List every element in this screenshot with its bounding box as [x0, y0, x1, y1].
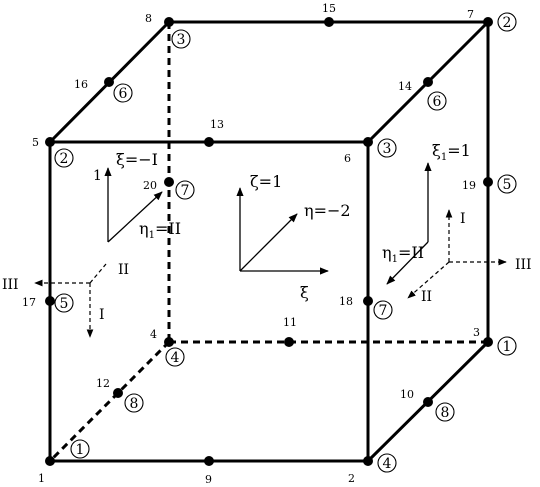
node-dot-7	[483, 17, 493, 27]
right-III-label: III	[515, 257, 532, 273]
svg-text:5: 5	[60, 296, 69, 312]
svg-text:2: 2	[60, 151, 69, 167]
svg-text:6: 6	[119, 86, 128, 102]
svg-text:3: 3	[177, 32, 186, 48]
svg-text:6: 6	[433, 94, 442, 110]
node-dot-18	[363, 296, 373, 306]
node-label-19: 19	[462, 179, 476, 192]
circled-number-node-16: 6	[113, 83, 133, 103]
node-dot-8	[164, 17, 174, 27]
svg-text:8: 8	[441, 405, 450, 421]
circled-number-node-12: 8	[124, 393, 144, 413]
node-dot-3	[483, 337, 493, 347]
edge-4-1	[48, 340, 171, 463]
node-dot-16	[104, 77, 114, 87]
node-dot-4	[164, 337, 174, 347]
circled-number-node-20: 7	[175, 180, 195, 200]
node-label-15: 15	[322, 2, 336, 15]
left-eta1-label: η1=II	[139, 219, 181, 241]
node-dot-2	[363, 456, 373, 466]
svg-text:1: 1	[76, 442, 85, 458]
circled-number-node-5: 2	[54, 148, 74, 168]
left-up-tick-label: 1	[93, 168, 102, 184]
svg-text:7: 7	[181, 183, 190, 199]
circled-number-node-3: 1	[497, 336, 517, 356]
node-dot-10	[423, 397, 433, 407]
node-dot-11	[284, 337, 294, 347]
node-numbers: 1 2 3 4 5 6 7 8 9 10 11 12 13 14 15 16 1…	[22, 2, 480, 486]
right-II-label: II	[421, 289, 432, 305]
circled-number-node-18: 7	[373, 300, 393, 320]
circled-number-node-8: 3	[171, 29, 191, 49]
zeta-label: ζ=1	[250, 172, 282, 191]
left-face-axes: ξ=−I 1 η1=II III II I	[2, 150, 181, 338]
node-label-10: 10	[400, 388, 414, 401]
circled-local-numbers: 1 4 1 4 2 3 2 3	[54, 12, 517, 473]
left-dashed-diag	[89, 263, 107, 284]
right-dashed-diag	[407, 261, 450, 299]
svg-text:4: 4	[171, 350, 180, 366]
node-label-20: 20	[143, 179, 157, 192]
node-dot-12	[113, 388, 123, 398]
node-dot-6	[363, 137, 373, 147]
node-dot-1	[45, 456, 55, 466]
circled-number-node-19: 5	[497, 174, 517, 194]
eta-label: η=−2	[304, 201, 351, 220]
left-II-label: II	[118, 262, 129, 278]
node-dot-19	[483, 177, 493, 187]
node-label-12: 12	[96, 377, 110, 390]
circled-number-node-17: 5	[54, 293, 74, 313]
svg-text:3: 3	[383, 141, 392, 157]
node-dot-20	[164, 177, 174, 187]
svg-text:2: 2	[503, 15, 512, 31]
circled-number-node-1: 1	[70, 439, 90, 459]
node-label-4: 4	[150, 328, 157, 341]
left-I-label: I	[99, 307, 105, 323]
node-dot-15	[324, 17, 334, 27]
circled-number-node-6: 3	[377, 138, 397, 158]
circled-number-node-7: 2	[497, 12, 517, 32]
right-diagonal-arrow	[386, 241, 429, 285]
left-III-label: III	[2, 277, 19, 293]
right-face-axes: ξ1=1 η1=II I III II	[382, 141, 532, 305]
node-dot-9	[204, 456, 214, 466]
right-I-label: I	[460, 211, 466, 227]
node-label-18: 18	[339, 295, 353, 308]
node-label-6: 6	[344, 152, 351, 165]
right-eta1-label: η1=II	[382, 243, 424, 265]
circled-number-node-10: 8	[435, 402, 455, 422]
node-label-16: 16	[74, 78, 88, 91]
circled-number-node-14: 6	[427, 91, 447, 111]
node-label-13: 13	[210, 118, 224, 131]
node-label-2: 2	[348, 472, 355, 485]
node-label-11: 11	[283, 316, 297, 329]
node-label-1: 1	[38, 472, 45, 485]
node-label-17: 17	[22, 296, 36, 309]
node-label-3: 3	[473, 326, 480, 339]
node-label-8: 8	[145, 12, 152, 25]
node-label-14: 14	[398, 80, 412, 93]
node-dot-5	[45, 137, 55, 147]
svg-text:1: 1	[503, 339, 512, 355]
svg-text:4: 4	[383, 456, 392, 472]
left-diagonal-arrow	[107, 191, 163, 243]
node-dot-17	[45, 296, 55, 306]
eta-axis-arrow	[239, 213, 298, 272]
right-xi1-label: ξ1=1	[432, 141, 471, 163]
node-label-9: 9	[205, 473, 212, 486]
svg-text:7: 7	[379, 303, 388, 319]
node-dots	[45, 17, 493, 466]
node-label-7: 7	[467, 8, 474, 21]
node-label-5: 5	[32, 136, 39, 149]
svg-text:5: 5	[503, 177, 512, 193]
svg-text:8: 8	[130, 396, 139, 412]
center-axes: ζ=1 η=−2 ξ	[236, 172, 351, 302]
node-dot-13	[204, 137, 214, 147]
node-dot-14	[423, 77, 433, 87]
xi-label: ξ	[300, 283, 309, 302]
circled-number-node-2: 4	[377, 453, 397, 473]
left-xi-label: ξ=−I	[116, 150, 158, 169]
circled-number-node-4: 4	[165, 347, 185, 367]
